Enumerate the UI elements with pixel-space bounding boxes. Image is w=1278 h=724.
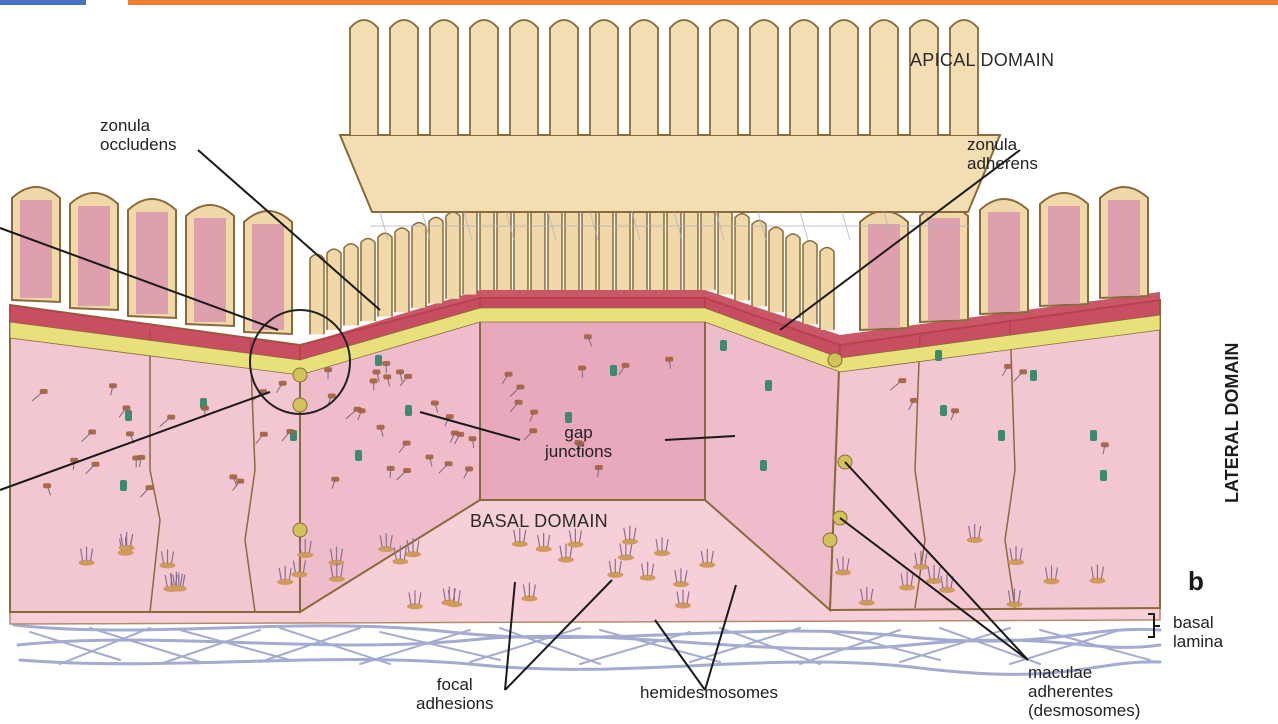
lateral-microvillus <box>718 207 732 295</box>
apical-microvillus <box>510 20 538 135</box>
lateral-microvillus <box>701 202 715 290</box>
cut-cell-cytoplasm <box>1048 206 1080 304</box>
junction-complex <box>293 523 307 537</box>
apical-microvillus <box>910 20 938 135</box>
apical-block <box>340 20 1000 240</box>
apical-microvillus <box>430 20 458 135</box>
lateral-domain-label: LATERAL DOMAIN <box>1222 343 1243 503</box>
cut-cell-cytoplasm <box>136 212 168 314</box>
lateral-microvillus <box>310 254 324 334</box>
top-left-accent <box>0 0 86 5</box>
cut-cell-cytoplasm <box>1108 200 1140 296</box>
junction-complex <box>293 398 307 412</box>
lateral-microvillus <box>412 223 426 308</box>
gap-junction <box>998 430 1005 441</box>
gap-junction <box>765 380 772 391</box>
hemidesmosomes-label: hemidesmosomes <box>640 683 778 702</box>
apical-domain-label: APICAL DOMAIN <box>910 51 1054 70</box>
lateral-microvillus <box>361 239 375 322</box>
panel-letter: b <box>1188 566 1204 597</box>
apical-microvillus <box>590 20 618 135</box>
lateral-microvillus <box>327 249 341 330</box>
lateral-microvillus <box>820 248 834 331</box>
cut-cell-cytoplasm <box>194 218 226 322</box>
apical-microvillus <box>630 20 658 135</box>
desmosome <box>582 368 583 378</box>
gap-junction <box>405 405 412 416</box>
apical-microvillus <box>350 20 378 135</box>
lateral-microvillus <box>480 202 494 291</box>
gap-junction <box>720 340 727 351</box>
gap-junction <box>940 405 947 416</box>
focal-adhesions-label: focal adhesions <box>416 675 494 713</box>
cut-cell-cytoplasm <box>868 224 900 328</box>
gap-junction <box>125 410 132 421</box>
junction-complex <box>823 533 837 547</box>
zonula-adherens-label: zonula adherens <box>967 135 1038 173</box>
apical-microvillus <box>870 20 898 135</box>
lateral-microvillus <box>786 234 800 318</box>
apical-microvillus <box>710 20 738 135</box>
lateral-microvillus <box>429 217 443 303</box>
apical-microvillus <box>470 20 498 135</box>
cut-cell-cytoplasm <box>988 212 1020 312</box>
zonula-occludens-label: zonula occludens <box>100 116 177 154</box>
lateral-microvillus <box>497 201 511 290</box>
lateral-microvillus <box>735 214 749 301</box>
gap-junction <box>1090 430 1097 441</box>
apical-microvillus <box>750 20 778 135</box>
basal-lamina-label: basal lamina <box>1173 613 1223 651</box>
gap-junction <box>565 412 572 423</box>
maculae-adherentes-label: maculae adherentes (desmosomes) <box>1028 663 1140 720</box>
lateral-microvillus <box>446 212 460 299</box>
cut-cell-cytoplasm <box>20 200 52 298</box>
gap-junction <box>120 480 127 491</box>
apical-microvillus <box>670 20 698 135</box>
gap-junction <box>1030 370 1037 381</box>
lateral-microvillus <box>378 233 392 316</box>
top-accent-bar <box>128 0 1278 5</box>
gap-junction <box>760 460 767 471</box>
junction-complex <box>828 353 842 367</box>
gap-junction <box>1100 470 1107 481</box>
lateral-microvillus <box>395 228 409 312</box>
basal-domain-label: BASAL DOMAIN <box>470 512 608 531</box>
junction-complex <box>293 368 307 382</box>
apical-microvillus <box>790 20 818 135</box>
gap-junction <box>935 350 942 361</box>
cut-cell-cytoplasm <box>78 206 110 306</box>
apical-microvillus <box>830 20 858 135</box>
gap-junction <box>610 365 617 376</box>
lateral-microvillus <box>684 201 698 290</box>
apical-microvillus <box>390 20 418 135</box>
lateral-microvillus <box>514 200 528 290</box>
gap-junctions-label: gap junctions <box>545 423 612 461</box>
apical-microvillus <box>950 20 978 135</box>
cut-cell-cytoplasm <box>928 218 960 320</box>
gap-junction <box>375 355 382 366</box>
gap-junction <box>355 450 362 461</box>
basal-lamina-mesh <box>14 625 1160 674</box>
back-wall <box>480 298 705 500</box>
lateral-microvillus <box>769 227 783 312</box>
apical-microvillus <box>550 20 578 135</box>
lateral-microvillus <box>463 207 477 295</box>
